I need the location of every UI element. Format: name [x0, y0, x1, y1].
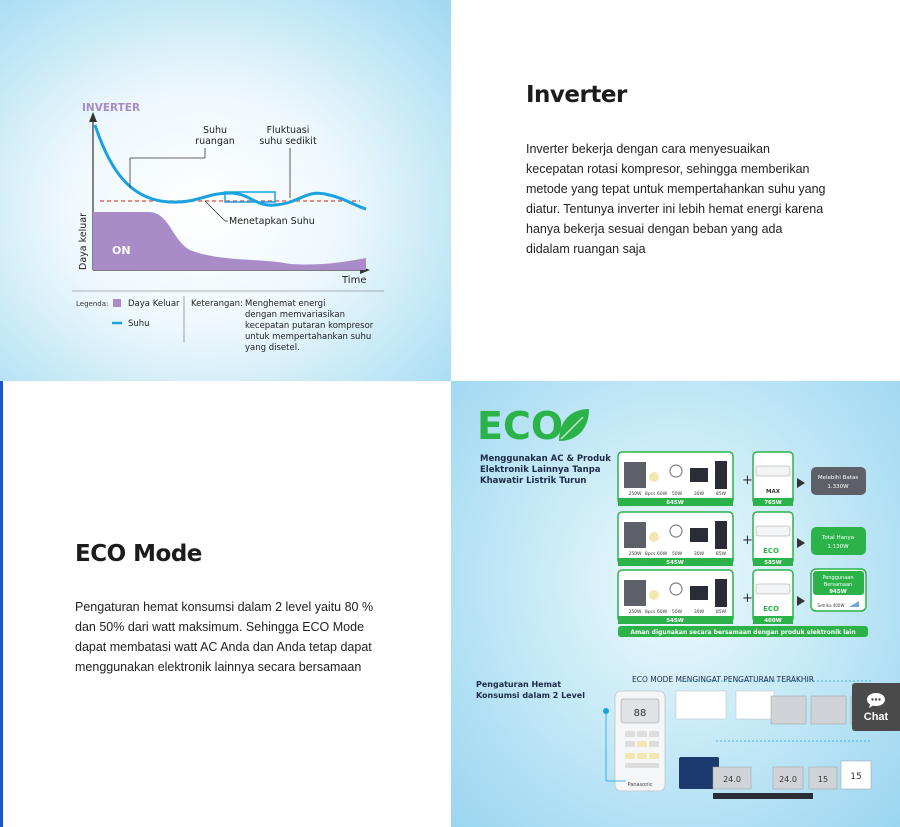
appliance-watt: 50W — [672, 609, 683, 615]
iron-icon — [849, 601, 859, 607]
legend-power: Daya Keluar — [128, 299, 180, 309]
legend-temp: Suhu — [128, 319, 150, 329]
fluctuation-box — [224, 191, 276, 203]
appliance-watt: 85W — [716, 491, 727, 497]
label-fluctuation-2: suhu sedikit — [259, 136, 317, 147]
axis-y-label: Daya keluar — [78, 213, 89, 270]
appliance-watt: 85W — [716, 551, 727, 557]
eco-headline: Elektronik Lainnya Tanpa — [480, 465, 601, 475]
safe-banner-text: Aman digunakan secara bersamaan dengan p… — [630, 629, 855, 636]
ac-watt: 400W — [764, 618, 782, 624]
display-value: 15 — [850, 772, 861, 782]
label-fluctuation: Fluktuasi — [267, 125, 310, 136]
note-line: Menghemat energi — [245, 299, 325, 309]
plus-icon: + — [742, 473, 753, 488]
appliance-watt: 8pcs 60W — [645, 551, 668, 557]
row-result: Bersamaan — [824, 582, 852, 588]
plus-icon: + — [742, 533, 753, 548]
appliance-watt: 85W — [716, 609, 727, 615]
appliance-watt: 250W — [628, 491, 642, 497]
row-total: 645W — [666, 500, 684, 506]
remote-control: 88 Panasonic — [614, 690, 666, 792]
inverter-chart: INVERTER ON Suhu ruangan Fluktuasi suhu … — [72, 102, 384, 353]
note-title: Keterangan: — [191, 299, 243, 309]
eco-headline: Menggunakan AC & Produk — [480, 454, 611, 464]
power-output-area — [93, 212, 366, 270]
ac-mode-label: MAX — [766, 489, 781, 495]
remote-display: 88 — [634, 708, 647, 719]
label-setpoint: Menetapkan Suhu — [229, 216, 315, 227]
note-line: yang disetel. — [245, 343, 300, 353]
memory-title: ECO MODE MENGINGAT PENGATURAN TERAKHIR — [632, 675, 814, 684]
temperature-line — [93, 124, 367, 211]
iron-watt: Setrika 400W — [818, 603, 845, 608]
label-room-temp-2: ruangan — [195, 136, 235, 147]
appliance-watt: 30W — [694, 551, 705, 557]
inverter-chart-panel: INVERTER ON Suhu ruangan Fluktuasi suhu … — [0, 0, 451, 381]
ac-watt: 765W — [764, 500, 782, 506]
row-total: 545W — [666, 560, 684, 566]
appliance-watt: 250W — [628, 609, 642, 615]
chat-bubble-icon — [867, 692, 885, 708]
appliance-watt: 50W — [672, 491, 683, 497]
inverter-description: Inverter bekerja dengan cara menyesuaika… — [526, 142, 826, 256]
legend-power-swatch — [113, 299, 121, 307]
row-total: 545W — [666, 618, 684, 624]
row-result: Melebihi Batas — [818, 475, 858, 481]
eco-logo: ECO — [477, 404, 563, 448]
safe-banner — [618, 626, 868, 637]
eco-subtitle: Pengaturan Hemat — [476, 680, 561, 689]
eco-description: Pengaturan hemat konsumsi dalam 2 level … — [75, 600, 374, 674]
appliance-watt: 250W — [628, 551, 642, 557]
appliance-watt: 30W — [694, 609, 705, 615]
ac-mode-label: ECO — [763, 547, 779, 555]
legend-title: Legenda: — [76, 300, 108, 308]
comparison-row-2: 250W 8pcs 60W 50W 30W 85W 545W + ECO 585… — [617, 511, 866, 566]
chat-button[interactable]: Chat — [852, 683, 900, 731]
remote-brand: Panasonic — [627, 782, 652, 788]
left-edge-accent — [0, 381, 3, 827]
plus-icon: + — [742, 591, 753, 606]
eco-subtitle: Konsumsi dalam 2 Level — [476, 691, 585, 700]
display-value: 24.0 — [779, 775, 797, 784]
eco-headline: Khawatir Listrik Turun — [480, 476, 586, 486]
ac-mode-label: ECO — [763, 605, 779, 613]
row-result-value: 1.330W — [827, 484, 849, 490]
eco-text-panel: ECO Mode Pengaturan hemat konsumsi dalam… — [0, 381, 451, 827]
eco-graphic: ECO Menggunakan AC & Produk Elektronik L… — [476, 404, 887, 799]
eco-title: ECO Mode — [75, 541, 202, 567]
ac-watt: 585W — [764, 560, 782, 566]
inverter-title: Inverter — [526, 82, 627, 108]
chat-label: Chat — [863, 710, 889, 723]
display-value: 15 — [818, 775, 828, 784]
eco-graphic-panel: ECO Menggunakan AC & Produk Elektronik L… — [451, 381, 900, 827]
note-line: untuk mempertahankan suhu — [245, 332, 371, 342]
row-result: Total Hanya — [821, 535, 854, 541]
label-room-temp: Suhu — [203, 125, 227, 136]
appliance-watt: 30W — [694, 491, 705, 497]
row-result-value: 945W — [829, 589, 847, 595]
axis-x-label: Time — [341, 275, 366, 286]
label-on: ON — [112, 244, 131, 257]
row-result-value: 1.130W — [827, 544, 849, 550]
row-result: Penggunaan — [822, 575, 853, 581]
appliance-watt: 50W — [672, 551, 683, 557]
note-line: dengan memvariasikan — [245, 310, 345, 320]
comparison-row-1: 250W 8pcs 60W 50W 30W 85W 645W + MAX 765… — [617, 451, 866, 506]
note-line: kecepatan putaran kompresor — [245, 321, 374, 331]
inverter-text-panel: Inverter Inverter bekerja dengan cara me… — [451, 0, 900, 381]
appliance-watt: 8pcs 60W — [645, 491, 668, 497]
inverter-brand-label: INVERTER — [82, 102, 140, 114]
appliance-watt: 8pcs 60W — [645, 609, 668, 615]
comparison-row-3: 250W 8pcs 60W 50W 30W 85W 545W + ECO 400… — [617, 568, 867, 624]
display-value: 24.0 — [723, 775, 741, 784]
